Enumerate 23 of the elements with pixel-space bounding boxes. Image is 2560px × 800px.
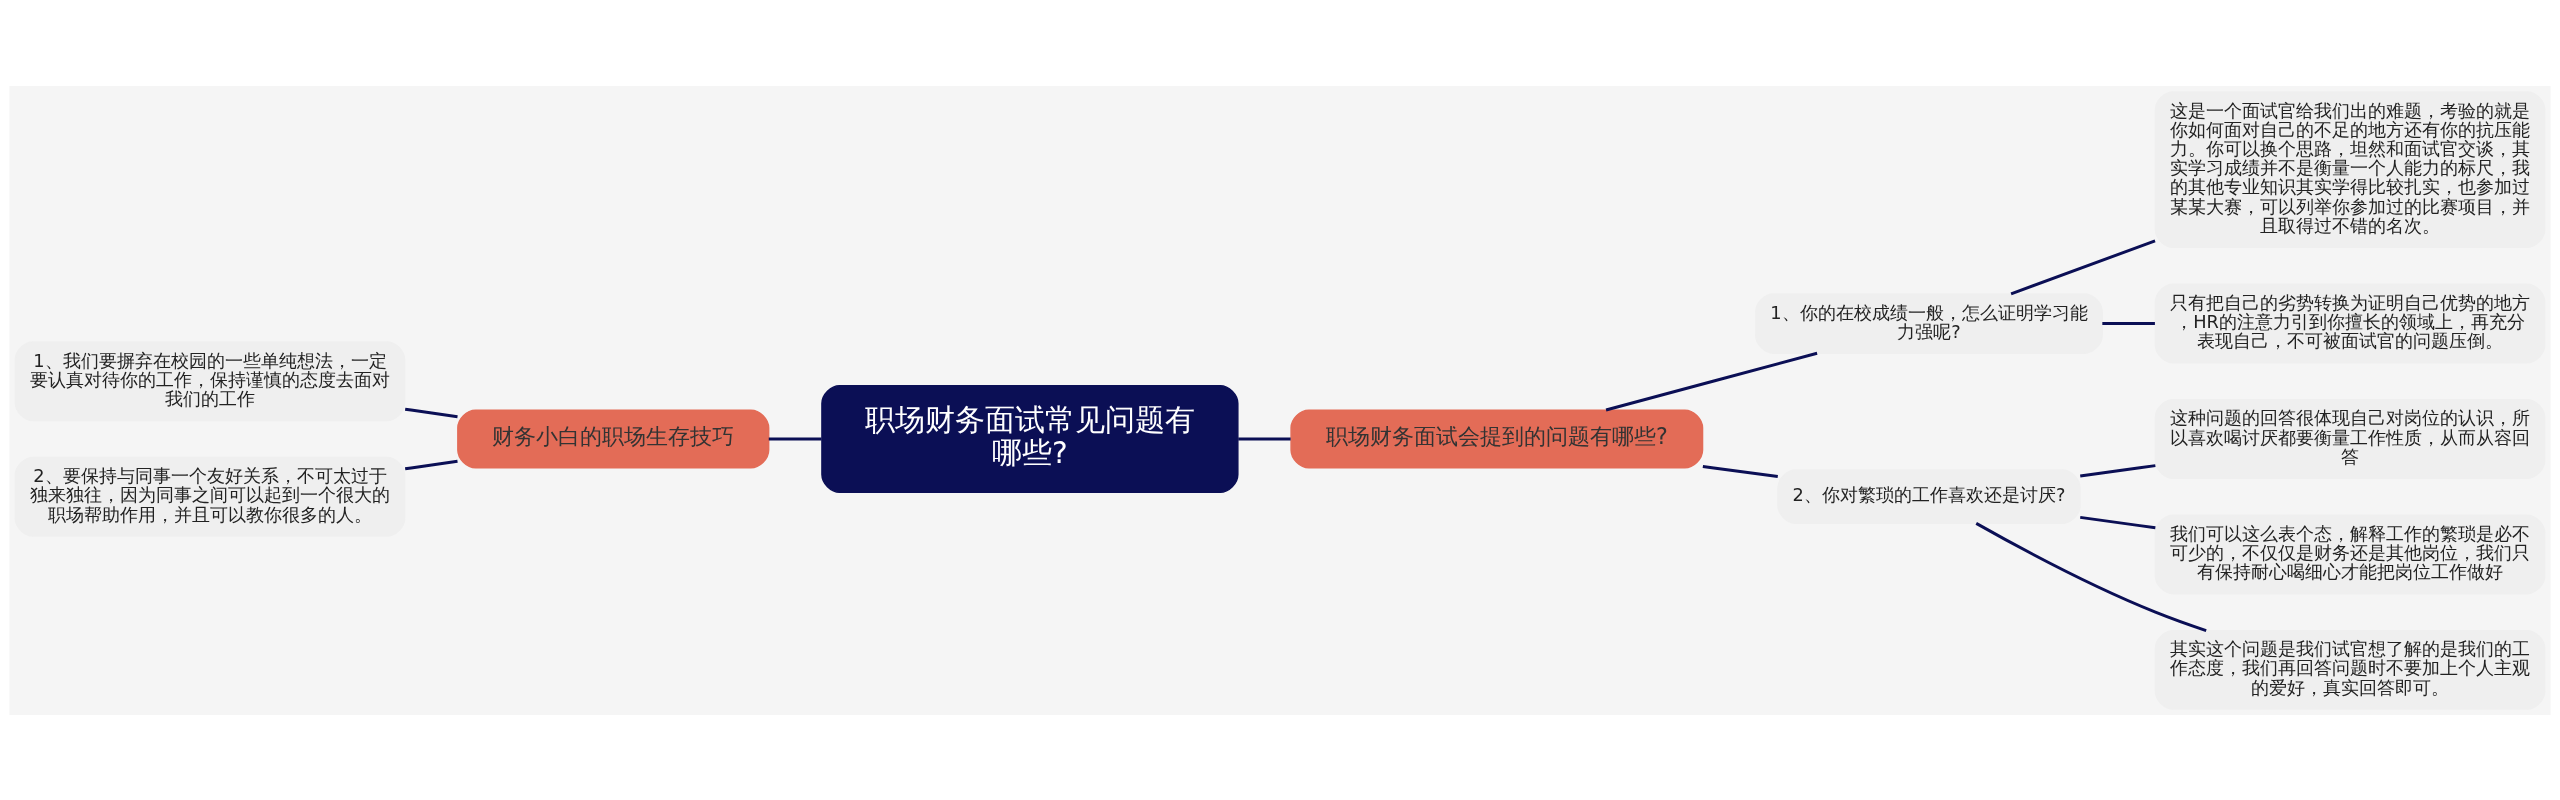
node-box: 职场财务面试常见问题有哪些? bbox=[821, 384, 1239, 493]
connector bbox=[1975, 521, 2207, 632]
connector bbox=[404, 407, 458, 418]
connector bbox=[1605, 351, 1818, 411]
connector bbox=[1702, 464, 1778, 478]
node-box: 我们可以这么表个态，解释工作的繁琐是必不可少的，不仅仅是财务还是其他岗位，我们只有保持耐心喝细心才能把岗位工作做好 bbox=[2154, 513, 2546, 594]
connector bbox=[1238, 437, 1291, 440]
node-box: 职场财务面试会提到的问题有哪些? bbox=[1290, 408, 1704, 469]
node-box: 2、要保持与同事一个友好关系，不可太过于独来独往，因为同事之间可以起到一个很大的职场帮助作用，并且可以教你很多的人。 bbox=[14, 456, 406, 537]
connector bbox=[2010, 238, 2156, 295]
node-box: 2、你对繁琐的工作喜欢还是讨厌? bbox=[1777, 468, 2081, 524]
node-box: 财务小白的职场生存技巧 bbox=[457, 408, 770, 469]
connector bbox=[2080, 515, 2156, 529]
node-box: 1、你的在校成绩一般，怎么证明学习能力强呢? bbox=[1755, 292, 2103, 354]
node-box: 其实这个问题是我们试官想了解的是我们的工作态度，我们再回答问题时不要加上个人主观的爱好，真实回答即可。 bbox=[2154, 629, 2546, 710]
connector bbox=[2102, 321, 2155, 325]
connector bbox=[404, 459, 458, 470]
node-box: 这种问题的回答很体现自己对岗位的认识，所以喜欢喝讨厌都要衡量工作性质，从而从容回答 bbox=[2154, 398, 2546, 479]
node-box: 只有把自己的劣势转换为证明自己优势的地方，HR的注意力引到你擅长的领域上，再充分表现自己，不可被面试官的问题压倒。 bbox=[2154, 283, 2546, 363]
connector bbox=[768, 437, 822, 440]
connector bbox=[2080, 463, 2156, 477]
node-box: 1、我们要摒弃在校园的一些单纯想法，一定要认真对待你的工作，保持谨慎的态度去面对我们的工作 bbox=[14, 340, 406, 421]
node-box: 这是一个面试官给我们出的难题，考验的就是你如何面对自己的不足的地方还有你的抗压能力。你可以换个思路，坦然和面试官交谈，其实学习成绩并不是衡量一个人能力的标尺，我的其他专业知识其实学得比较扎实，也参加过某某大赛，可以列举你参加过的比赛项目，并且取得过不错的名次。 bbox=[2154, 90, 2546, 248]
